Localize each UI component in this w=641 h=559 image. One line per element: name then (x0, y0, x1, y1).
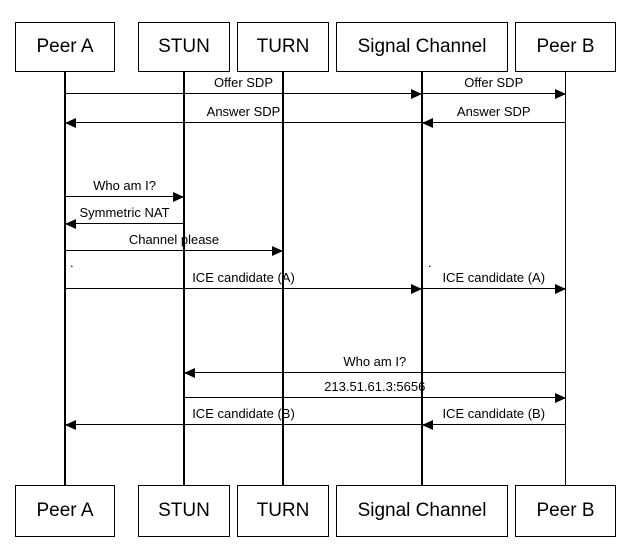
message-label-2: Answer SDP (456, 104, 531, 119)
message-label-9: Who am I? (343, 354, 407, 369)
actor-box-top-stun: STUN (138, 22, 230, 72)
message-line-10 (184, 397, 566, 399)
message-arrowhead-2 (422, 117, 433, 128)
actor-box-bottom-turn: TURN (237, 485, 329, 537)
actor-box-bottom-stun: STUN (138, 485, 230, 537)
message-arrowhead-12 (65, 419, 76, 430)
message-label-5: Symmetric NAT (79, 205, 170, 220)
message-line-7 (65, 288, 422, 290)
message-arrowhead-6 (272, 245, 283, 256)
dot-mark-0: . (70, 255, 74, 270)
message-label-1: Offer SDP (464, 75, 524, 90)
message-arrowhead-7 (411, 283, 422, 294)
message-arrowhead-0 (411, 88, 422, 99)
lifeline-signal-channel (421, 72, 423, 485)
message-label-0: Offer SDP (213, 75, 274, 90)
actor-box-bottom-peer-a: Peer A (15, 485, 115, 537)
message-line-0 (65, 93, 422, 95)
message-label-11: ICE candidate (B) (442, 406, 546, 421)
actor-box-top-turn: TURN (237, 22, 329, 72)
message-line-8 (422, 288, 566, 290)
actor-box-top-signal-channel: Signal Channel (336, 22, 508, 72)
message-label-10: 213.51.61.3:5656 (324, 379, 426, 394)
message-label-7: ICE candidate (A) (192, 270, 295, 285)
actor-box-bottom-signal-channel: Signal Channel (336, 485, 508, 537)
lifeline-stun (183, 72, 185, 485)
actor-box-bottom-peer-b: Peer B (515, 485, 616, 537)
message-arrowhead-5 (65, 218, 76, 229)
message-line-3 (65, 122, 422, 124)
message-label-8: ICE candidate (A) (442, 270, 546, 285)
message-label-3: Answer SDP (206, 104, 281, 119)
message-line-11 (422, 424, 566, 426)
message-label-6: Channel please (128, 232, 220, 247)
message-line-6 (65, 250, 283, 252)
message-arrowhead-9 (184, 367, 195, 378)
lifeline-peer-a (64, 72, 66, 485)
message-arrowhead-4 (173, 191, 184, 202)
message-line-12 (65, 424, 422, 426)
dot-mark-1: . (428, 255, 432, 270)
actor-box-top-peer-a: Peer A (15, 22, 115, 72)
message-line-1 (422, 93, 566, 95)
message-label-12: ICE candidate (B) (192, 406, 295, 421)
message-line-9 (184, 372, 566, 374)
actor-box-top-peer-b: Peer B (515, 22, 616, 72)
message-arrowhead-11 (422, 419, 433, 430)
message-arrowhead-10 (554, 392, 566, 403)
message-line-5 (65, 223, 184, 225)
message-line-4 (65, 196, 184, 198)
message-arrowhead-3 (65, 117, 76, 128)
message-arrowhead-1 (554, 88, 566, 99)
message-arrowhead-8 (554, 283, 566, 294)
message-line-2 (422, 122, 566, 124)
lifeline-turn (282, 72, 284, 485)
message-label-4: Who am I? (93, 178, 156, 193)
lifeline-peer-b (564, 72, 567, 485)
